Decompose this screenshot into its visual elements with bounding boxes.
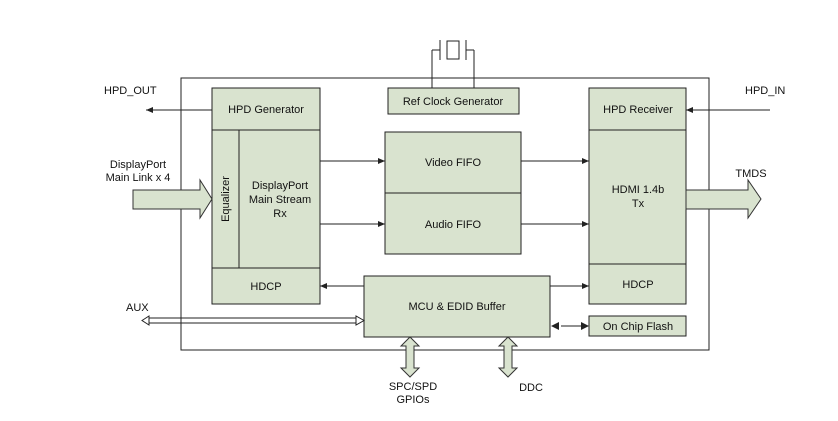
hpd-generator-block	[211, 87, 321, 131]
hpd-generator-label: HPD Generator	[228, 104, 304, 116]
hdcp-left-block	[211, 267, 321, 305]
aux-label: AUX	[126, 302, 149, 314]
tmds-output-arrow	[685, 178, 762, 220]
dp-rx-label-line1: DisplayPort	[252, 180, 308, 192]
on-chip-flash-label: On Chip Flash	[603, 321, 673, 333]
displayport-input-label-line1: DisplayPort	[110, 159, 166, 171]
dp-rx-label-line2: Main Stream	[249, 194, 311, 206]
aux-link	[141, 315, 366, 326]
spc-spd-gpio-arrow	[399, 336, 421, 378]
crystal-icon	[431, 40, 475, 88]
video-fifo-block	[384, 131, 522, 194]
hdcp-right-block	[588, 263, 687, 305]
hpd-receiver-label: HPD Receiver	[603, 104, 673, 116]
hdcp-right-label: HDCP	[622, 279, 653, 291]
audio-fifo-label: Audio FIFO	[425, 219, 482, 231]
hdmi-tx-label-line1: HDMI 1.4b	[612, 184, 665, 196]
chip-boundary	[180, 77, 710, 351]
displayport-rx-block	[211, 129, 321, 269]
hpd-out-label: HPD_OUT	[104, 85, 157, 97]
ref-clock-generator-block	[387, 87, 520, 115]
ddc-label: DDC	[519, 382, 543, 394]
mcu-edid-buffer-block	[363, 275, 551, 338]
hdmi-tx-block	[588, 129, 687, 265]
spc-spd-label-line1: SPC/SPD	[389, 381, 437, 393]
video-fifo-label: Video FIFO	[425, 157, 481, 169]
dp-rx-label-line3: Rx	[273, 208, 287, 220]
ddc-arrow	[497, 336, 519, 378]
spc-spd-label-line2: GPIOs	[396, 394, 430, 406]
equalizer-label: Equalizer	[220, 176, 232, 222]
displayport-input-arrow	[132, 178, 213, 220]
hdmi-tx-label-line2: Tx	[632, 198, 645, 210]
hdcp-left-label: HDCP	[250, 281, 281, 293]
hpd-in-label: HPD_IN	[745, 85, 785, 97]
tmds-label: TMDS	[735, 168, 766, 180]
ref-clock-generator-label: Ref Clock Generator	[403, 96, 504, 108]
mcu-edid-buffer-label: MCU & EDID Buffer	[409, 301, 506, 313]
displayport-input-label-line2: Main Link x 4	[106, 172, 171, 184]
